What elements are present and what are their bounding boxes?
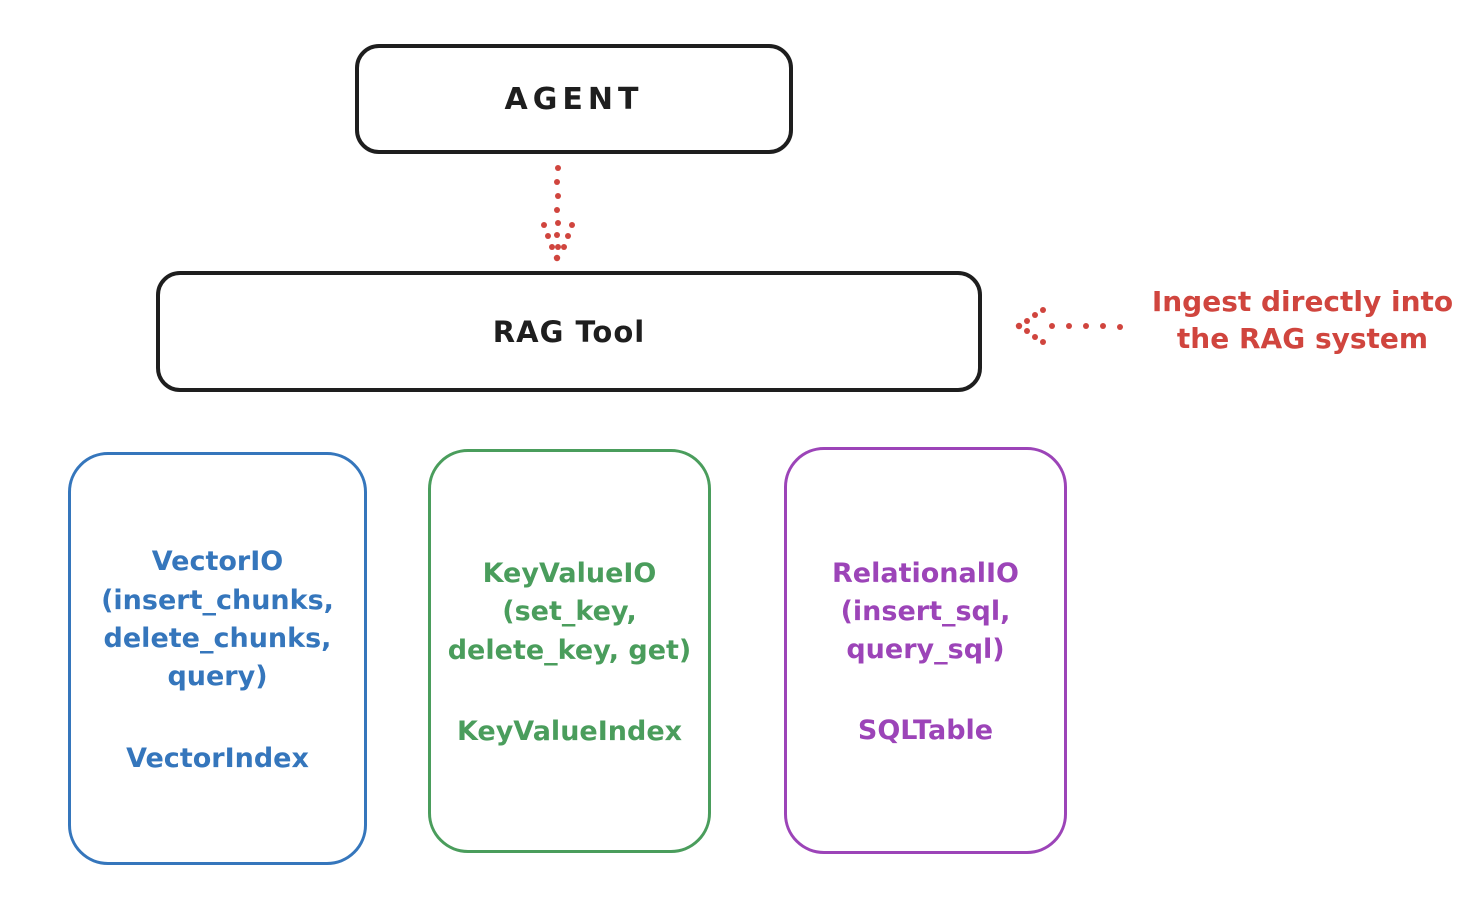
vector-io-methods: VectorIO (insert_chunks, delete_chunks, … [101,546,334,693]
rag-tool-label: RAG Tool [492,314,646,349]
relational-io-methods: RelationalIO (insert_sql, query_sql) [832,557,1019,666]
relational-io-box: RelationalIO (insert_sql, query_sql) SQL… [784,447,1067,854]
agent-to-ragtool-dotted-arrow-icon [541,165,575,262]
ingest-annotation: Ingest directly into the RAG system [1151,285,1454,355]
key-value-io-methods: KeyValueIO (set_key, delete_key, get) [447,558,692,666]
key-value-index-label: KeyValueIndex [456,715,683,747]
vector-index-label: VectorIndex [126,742,309,774]
sql-table-label: SQLTable [857,715,994,747]
rag-tool-box: RAG Tool [156,271,982,392]
agent-box: AGENT [355,44,793,154]
vector-io-box: VectorIO (insert_chunks, delete_chunks, … [68,452,367,865]
ingest-dotted-arrow-icon [1015,307,1123,345]
agent-label: AGENT [504,81,644,117]
key-value-io-box: KeyValueIO (set_key, delete_key, get) Ke… [428,449,711,853]
